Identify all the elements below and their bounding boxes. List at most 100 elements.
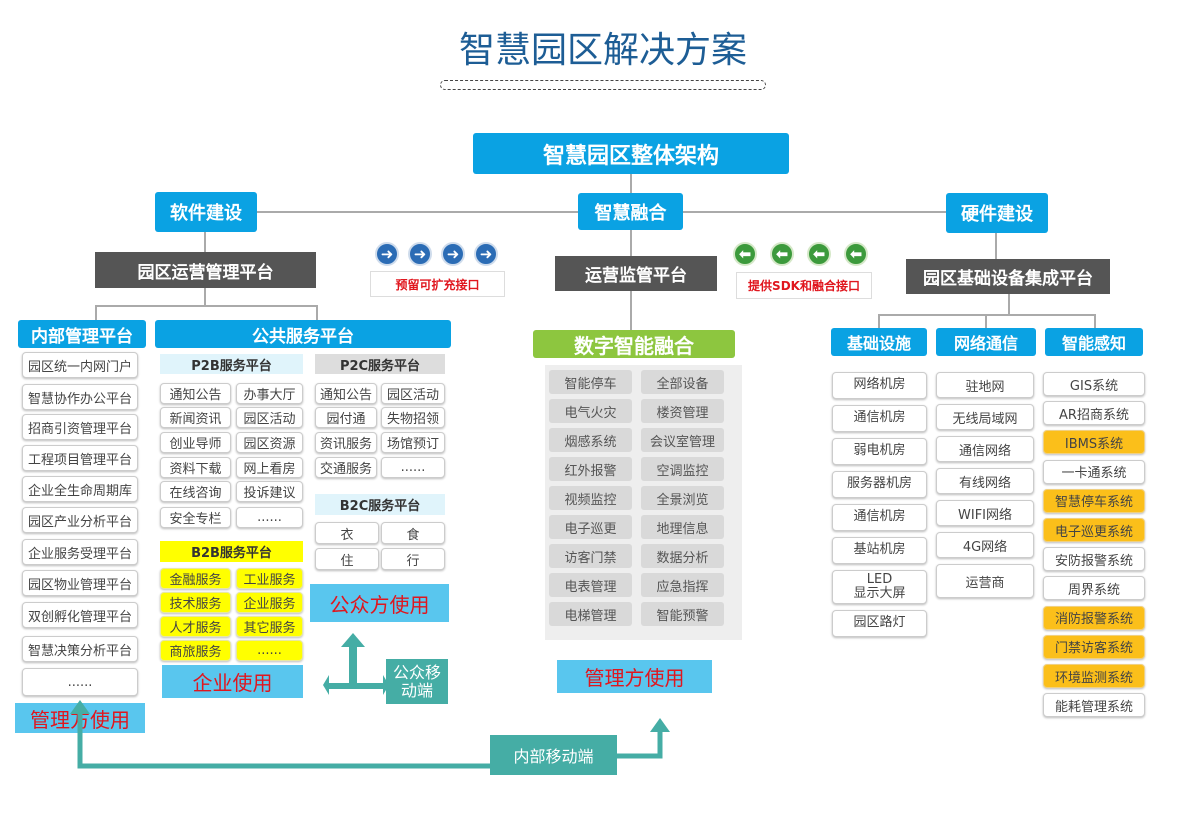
internal-platform-item: 园区产业分析平台 xyxy=(22,507,138,533)
p2b-item: 通知公告 xyxy=(160,383,231,404)
basic-facility-item: 园区路灯 xyxy=(832,610,927,637)
sensing-item: 消防报警系统 xyxy=(1043,605,1145,630)
digital-item: 全部设备 xyxy=(641,370,724,394)
infra-platform: 园区基础设备集成平台 xyxy=(906,259,1110,294)
ops-platform: 园区运营管理平台 xyxy=(95,252,316,288)
p2c-item: 交通服务 xyxy=(315,457,377,478)
digital-item: 红外报警 xyxy=(549,457,632,481)
p2b-item: 投诉建议 xyxy=(236,481,303,502)
p2b-item: 资料下载 xyxy=(160,457,231,478)
internal-platform-item: 智慧协作办公平台 xyxy=(22,384,138,410)
internal-platform-item: 工程项目管理平台 xyxy=(22,445,138,471)
b2b-item: 技术服务 xyxy=(160,592,231,613)
digital-item: 访客门禁 xyxy=(549,544,632,568)
digital-item: 数据分析 xyxy=(641,544,724,568)
digital-item: 电气火灾 xyxy=(549,399,632,423)
branch-hardware: 硬件建设 xyxy=(946,193,1048,233)
digital-item: 视频监控 xyxy=(549,486,632,510)
network-item: 无线局域网 xyxy=(936,404,1034,430)
sensing-item: 智慧停车系统 xyxy=(1043,488,1145,513)
internal-mobile-box: 内部移动端 xyxy=(490,735,617,775)
p2b-item: 创业导师 xyxy=(160,432,231,453)
digital-item: 电表管理 xyxy=(549,573,632,597)
b2b-item: 工业服务 xyxy=(236,568,303,589)
public-mobile-box: 公众移动端 xyxy=(386,659,448,704)
network-item: 通信网络 xyxy=(936,436,1034,462)
sensing-item: 能耗管理系统 xyxy=(1043,693,1145,718)
p2b-item: 网上看房 xyxy=(236,457,303,478)
b2c-item: 衣 xyxy=(315,522,379,544)
network-item: 4G网络 xyxy=(936,532,1034,558)
b2b-item: 人才服务 xyxy=(160,616,231,637)
digital-item: 全景浏览 xyxy=(641,486,724,510)
b2b-header: B2B服务平台 xyxy=(160,541,303,562)
digital-item: 烟感系统 xyxy=(549,428,632,452)
internal-platform-item: ...... xyxy=(22,668,138,696)
p2c-item: 园区活动 xyxy=(381,383,445,404)
p2c-item: ...... xyxy=(381,457,445,478)
network-header: 网络通信 xyxy=(936,328,1036,356)
sensing-item: GIS系统 xyxy=(1043,372,1145,396)
internal-mobile-connector xyxy=(70,700,670,769)
reserve-interface-label: 预留可扩充接口 xyxy=(370,271,505,297)
cross-arrow-icon xyxy=(323,633,389,695)
digital-item: 空调监控 xyxy=(641,457,724,481)
digital-manager-use-label: 管理方使用 xyxy=(557,660,712,693)
p2b-item: 新闻资讯 xyxy=(160,407,231,428)
sensing-item: 一卡通系统 xyxy=(1043,459,1145,484)
internal-platform-item: 双创孵化管理平台 xyxy=(22,602,138,628)
sensing-item: AR招商系统 xyxy=(1043,401,1145,426)
right-arrow-icon: ➜ xyxy=(441,242,465,266)
internal-platform-item: 企业全生命周期库 xyxy=(22,476,138,502)
right-arrow-icon: ➜ xyxy=(408,242,432,266)
sensing-item: 安防报警系统 xyxy=(1043,547,1145,572)
sensing-item: 门禁访客系统 xyxy=(1043,634,1145,659)
internal-platform-item: 企业服务受理平台 xyxy=(22,539,138,565)
right-arrow-icon: ➜ xyxy=(474,242,498,266)
network-item: 运营商 xyxy=(936,564,1034,598)
digital-item: 电梯管理 xyxy=(549,602,632,626)
basic-facility-item: LED 显示大屏 xyxy=(832,570,927,604)
basic-facility-header: 基础设施 xyxy=(831,328,927,356)
b2b-item: 其它服务 xyxy=(236,616,303,637)
sensing-item: 电子巡更系统 xyxy=(1043,518,1145,542)
network-item: 驻地网 xyxy=(936,372,1034,398)
b2c-header: B2C服务平台 xyxy=(315,494,445,515)
sdk-interface-label: 提供SDK和融合接口 xyxy=(736,272,872,299)
title-underline xyxy=(440,80,766,90)
digital-item: 会议室管理 xyxy=(641,428,724,452)
p2c-item: 资讯服务 xyxy=(315,432,377,453)
internal-platform-header: 内部管理平台 xyxy=(18,320,146,348)
public-use-label: 公众方使用 xyxy=(310,584,449,622)
digital-fusion-header: 数字智能融合 xyxy=(533,330,735,358)
sensing-header: 智能感知 xyxy=(1045,328,1143,356)
branch-software: 软件建设 xyxy=(155,192,257,232)
basic-facility-item: 通信机房 xyxy=(832,504,927,531)
digital-item: 地理信息 xyxy=(641,515,724,539)
enterprise-use-label: 企业使用 xyxy=(162,665,303,698)
basic-facility-item: 服务器机房 xyxy=(832,471,927,498)
internal-platform-item: 智慧决策分析平台 xyxy=(22,636,138,662)
internal-platform-item: 园区统一内网门户 xyxy=(22,352,138,378)
basic-facility-item: 弱电机房 xyxy=(832,438,927,465)
b2b-item: 商旅服务 xyxy=(160,640,231,661)
p2b-item: 办事大厅 xyxy=(236,383,303,404)
left-arrow-icon: ⬅ xyxy=(807,242,831,266)
b2c-item: 住 xyxy=(315,548,379,570)
p2b-header: P2B服务平台 xyxy=(160,354,303,374)
b2c-item: 食 xyxy=(381,522,445,544)
p2c-header: P2C服务平台 xyxy=(315,354,445,374)
sensing-item: 周界系统 xyxy=(1043,576,1145,601)
b2b-item: ...... xyxy=(236,640,303,661)
left-arrow-icon: ⬅ xyxy=(770,242,794,266)
p2b-item: 在线咨询 xyxy=(160,481,231,502)
page-title: 智慧园区解决方案 xyxy=(458,30,747,71)
p2b-item: 园区资源 xyxy=(236,432,303,453)
network-item: 有线网络 xyxy=(936,468,1034,494)
network-item: WIFI网络 xyxy=(936,500,1034,526)
digital-item: 智能停车 xyxy=(549,370,632,394)
basic-facility-item: 通信机房 xyxy=(832,405,927,432)
internal-platform-item: 园区物业管理平台 xyxy=(22,570,138,596)
p2c-item: 通知公告 xyxy=(315,383,377,404)
basic-facility-item: 基站机房 xyxy=(832,537,927,564)
